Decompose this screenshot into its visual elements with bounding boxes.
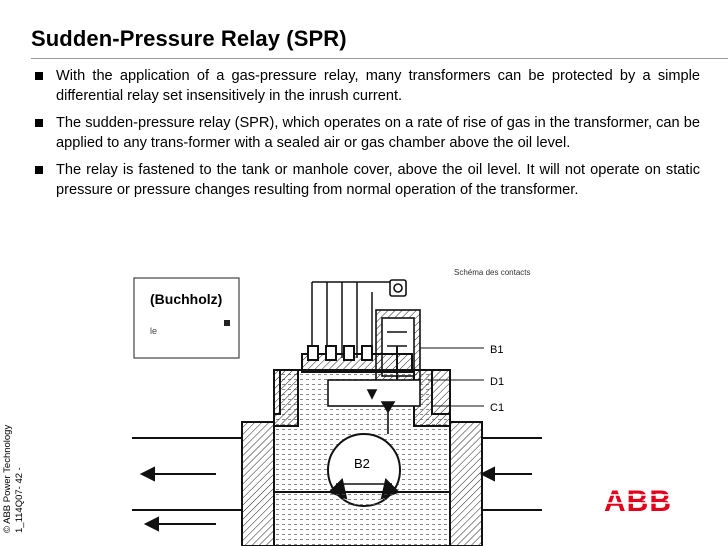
abb-logo: ABB [604,486,696,516]
slide-reference: 1_114Q07- 42 - [14,467,25,533]
d1-label: D1 [490,376,504,388]
bullet-item: With the application of a gas-pressure r… [35,66,700,106]
diagram-top-label: Schéma des contacts [454,268,530,277]
buchholz-relay-diagram: Schéma des contacts (Buchholz) le [132,268,542,546]
float-chamber [327,379,421,434]
bullet-text: With the application of a gas-pressure r… [56,68,700,104]
bullet-list: With the application of a gas-pressure r… [35,66,700,207]
square-bullet-icon [35,72,43,80]
buchholz-caption-box: (Buchholz) le [133,277,240,359]
abb-logo-text: ABB [604,486,672,516]
c1-label: C1 [490,402,504,414]
square-bullet-icon [35,119,43,127]
slide-title: Sudden-Pressure Relay (SPR) [31,26,347,51]
square-bullet-icon [35,166,43,174]
oil-pipe [132,421,542,546]
copyright-text: © ABB Power Technology [2,424,13,533]
bullet-item: The sudden-pressure relay (SPR), which o… [35,113,700,153]
bullet-item: The relay is fastened to the tank or man… [35,160,700,200]
title-divider [31,58,728,59]
bullet-text: The sudden-pressure relay (SPR), which o… [56,115,700,151]
leader-lines [420,347,484,407]
buchholz-label: (Buchholz) [150,291,222,307]
b1-label: B1 [490,344,503,356]
b2-label: B2 [354,456,370,471]
flow-arrow-icon [139,466,532,532]
sidebar-copyright: © ABB Power Technology 1_114Q07- 42 - [2,373,26,533]
cut-label: le [150,326,157,336]
bullet-text: The relay is fastened to the tank or man… [56,162,700,198]
